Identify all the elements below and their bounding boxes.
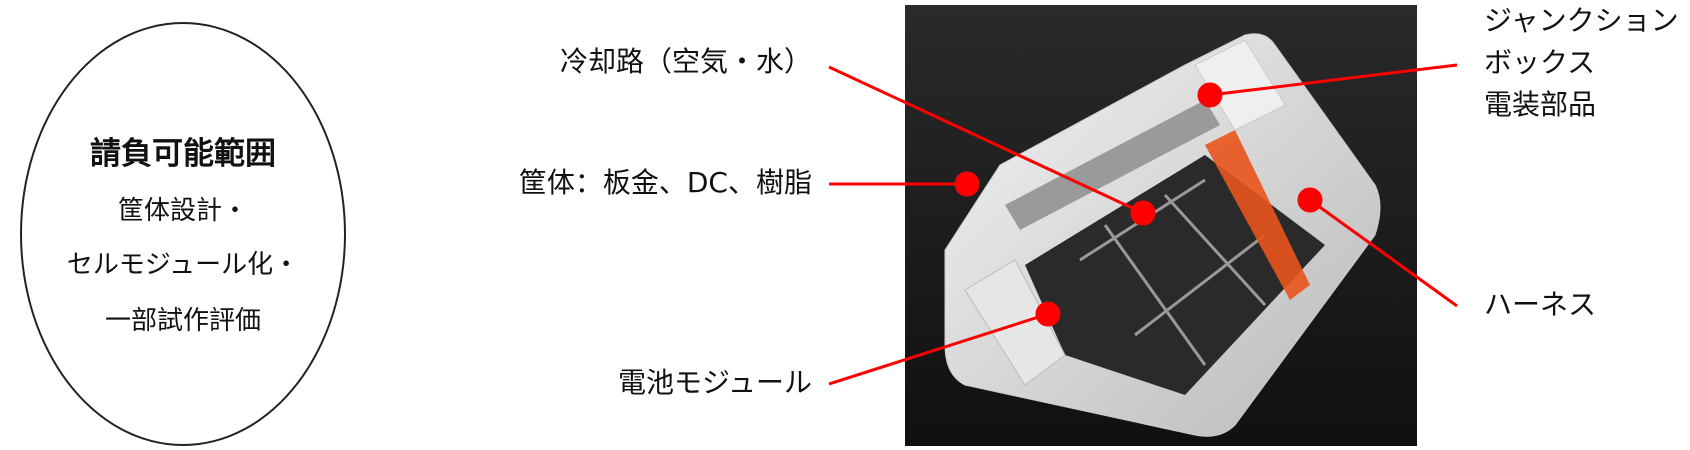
battery-pack-photo	[905, 5, 1417, 446]
scope-line-1: 筐体設計・	[117, 196, 248, 226]
scope-circle	[20, 22, 346, 446]
callout-line-junction-box	[1209, 63, 1458, 97]
label-junction-box-2: ボックス	[1484, 46, 1596, 79]
scope-title: 請負可能範囲	[90, 136, 276, 172]
callout-line-cooling	[828, 65, 1144, 215]
label-housing: 筐体：板金、DC、樹脂	[518, 166, 812, 199]
label-junction-box-3: 電装部品	[1484, 88, 1597, 121]
label-junction-box-1: ジャンクション	[1484, 4, 1679, 37]
callout-dot-cooling	[1130, 200, 1156, 226]
callout-dot-housing	[954, 171, 980, 197]
callout-dot-battery-module	[1035, 301, 1061, 327]
callout-dot-harness	[1297, 187, 1323, 213]
callout-line-battery-module	[828, 312, 1049, 386]
label-battery-module: 電池モジュール	[617, 366, 812, 399]
scope-line-2: セルモジュール化・	[66, 250, 300, 280]
callout-dot-junction-box	[1197, 82, 1223, 108]
scope-line-3: 一部試作評価	[104, 306, 261, 336]
label-cooling: 冷却路（空気・水）	[559, 45, 812, 78]
label-harness: ハーネス	[1484, 288, 1597, 321]
callout-line-harness	[1309, 198, 1458, 308]
